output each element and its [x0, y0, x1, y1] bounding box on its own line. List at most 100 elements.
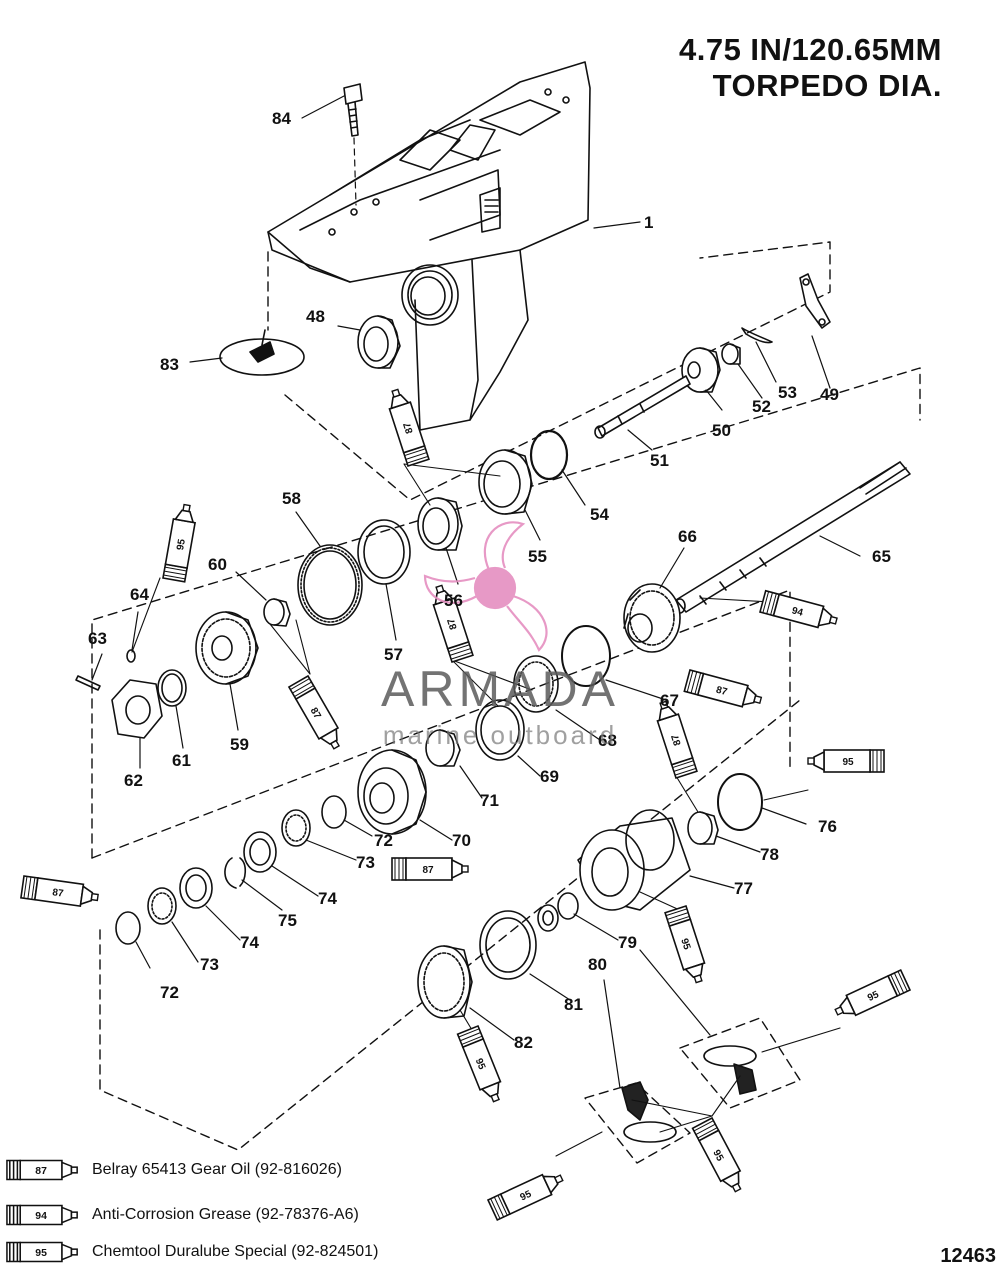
svg-text:87: 87 [35, 1166, 47, 1177]
svg-text:94: 94 [35, 1211, 47, 1222]
tube-95-b: 95 [807, 749, 885, 773]
callout-72a: 72 [374, 831, 393, 850]
thrust-bearing-68 [513, 655, 559, 713]
tube-95-d: 95 [456, 1025, 508, 1106]
svg-text:95: 95 [678, 937, 692, 951]
callout-56: 56 [444, 591, 463, 610]
thrust-bearing-73a [281, 809, 311, 847]
callout-84: 84 [272, 109, 291, 128]
pinion-gear-59 [195, 611, 259, 685]
callout-64: 64 [130, 585, 149, 604]
bolt-84 [343, 83, 363, 206]
callout-74a: 74 [318, 889, 337, 908]
insert-80b [703, 1045, 757, 1095]
svg-text:87: 87 [670, 732, 684, 746]
tab-washer-81 [479, 910, 537, 980]
callout-61: 61 [172, 751, 191, 770]
tube-87-c: 87 [427, 582, 474, 663]
callout-60: 60 [208, 555, 227, 574]
legend-text-87: Belray 65413 Gear Oil (92-816026) [92, 1161, 342, 1178]
bearing-71 [425, 729, 461, 767]
callout-69: 69 [540, 767, 559, 786]
tube-87-a: 87 [383, 386, 430, 467]
callout-57: 57 [384, 645, 403, 664]
bearing-60 [263, 598, 291, 627]
callout-58: 58 [282, 489, 301, 508]
forward-gear-66 [623, 583, 681, 653]
legend-text-95: Chemtool Duralube Special (92-824501) [92, 1243, 379, 1260]
figure-number: 12463 [940, 1245, 996, 1267]
diagram-title-line2: TORPEDO DIA. [712, 68, 942, 103]
svg-text:95: 95 [35, 1248, 47, 1259]
tube-95-c: 95 [664, 905, 711, 986]
watermark-propeller-logo [423, 521, 548, 652]
callout-77: 77 [734, 879, 753, 898]
callout-82: 82 [514, 1033, 533, 1052]
callout-1: 1 [644, 213, 653, 232]
tube-87-f: 87 [391, 857, 469, 881]
callout-70: 70 [452, 831, 471, 850]
bushing-52 [721, 343, 741, 365]
shift-shaft-51 [594, 375, 691, 439]
callout-52: 52 [752, 397, 771, 416]
callout-80: 80 [588, 955, 607, 974]
callout-63: 63 [88, 629, 107, 648]
svg-text:95: 95 [842, 757, 854, 768]
callout-53: 53 [778, 383, 797, 402]
legend-item-95: 95 Chemtool Duralube Special (92-824501) [6, 1240, 378, 1264]
svg-text:87: 87 [52, 887, 65, 900]
svg-text:87: 87 [402, 420, 416, 434]
reverse-gear-70 [357, 749, 427, 835]
svg-text:87: 87 [715, 685, 729, 699]
tube-95-g: 95 [487, 1167, 567, 1221]
svg-text:95: 95 [473, 1057, 488, 1072]
tube-95-a: 95 [162, 502, 199, 583]
svg-text:87: 87 [308, 706, 323, 722]
pin-63 [75, 675, 101, 691]
bearing-82 [417, 945, 473, 1019]
needle-bearing-56 [417, 497, 463, 551]
svg-text:87: 87 [446, 616, 460, 630]
svg-text:87: 87 [422, 865, 434, 876]
ring-61 [157, 669, 187, 707]
tube-87-g: 87 [20, 875, 101, 910]
callout-66: 66 [678, 527, 697, 546]
callout-73a: 73 [356, 853, 375, 872]
cotter-pin-53 [741, 327, 773, 344]
callout-48: 48 [306, 307, 325, 326]
callout-50: 50 [712, 421, 731, 440]
washer-57 [357, 519, 411, 585]
tube-87-e: 87 [683, 669, 765, 712]
callout-68: 68 [598, 731, 617, 750]
thrust-bearing-58 [297, 544, 363, 626]
callout-71: 71 [480, 791, 499, 810]
legend-text-94: Anti-Corrosion Grease (92-78376-A6) [92, 1206, 359, 1223]
callout-72b: 72 [160, 983, 179, 1002]
needle-bearing-78 [687, 811, 719, 845]
legend-item-87: 87 Belray 65413 Gear Oil (92-816026) [6, 1158, 342, 1182]
tube-94: 94 [759, 589, 840, 633]
svg-text:95: 95 [519, 1189, 534, 1204]
callout-59: 59 [230, 735, 249, 754]
svg-text:95: 95 [866, 989, 881, 1004]
propeller-shaft-65 [674, 461, 911, 614]
bearing-48 [357, 315, 401, 369]
anode-83 [219, 329, 305, 376]
retainer-49 [799, 273, 831, 329]
o-ring-67 [561, 625, 611, 687]
diagram-title-line1: 4.75 IN/120.65MM [678, 32, 942, 67]
callout-62: 62 [124, 771, 143, 790]
lubricant-tube-icon: 87 [6, 1159, 78, 1181]
o-ring-54 [529, 429, 569, 481]
callout-83: 83 [160, 355, 179, 374]
washer-72b [115, 911, 141, 945]
bearing-cup-74a [243, 831, 277, 873]
callout-75: 75 [278, 911, 297, 930]
snap-ring-75 [224, 857, 247, 889]
callout-51: 51 [650, 451, 669, 470]
washer-69 [475, 699, 525, 761]
callout-76: 76 [818, 817, 837, 836]
tube-87-d: 87 [651, 698, 698, 779]
